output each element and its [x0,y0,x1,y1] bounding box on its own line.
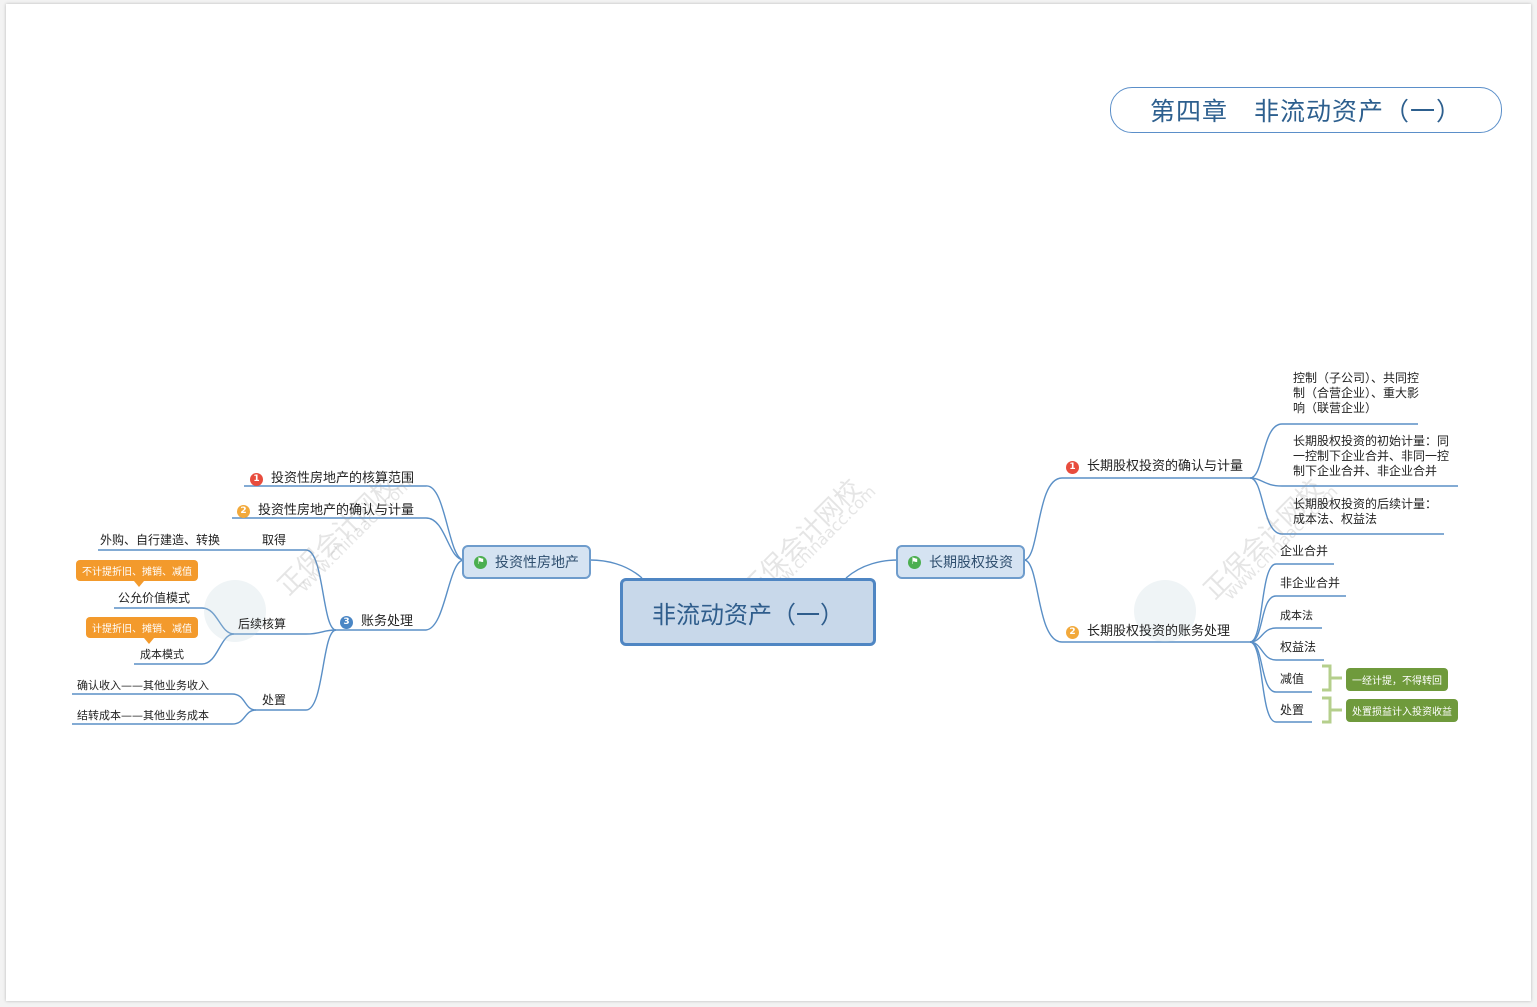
leaf-initial-measurement[interactable]: 长期股权投资的初始计量：同一控制下企业合并、非同一控制下企业合并、非企业合并 [1293,434,1450,478]
page-title: 第四章 非流动资产（一） [1110,87,1502,133]
leaf-non-business-combination[interactable]: 非企业合并 [1280,576,1341,590]
note-fair-value: 不计提折旧、摊销、减值 [76,560,198,587]
number-2-icon: 2 [1066,626,1079,639]
number-1-icon: 1 [1066,461,1079,474]
leaf-disposal-revenue[interactable]: 确认收入——其他业务收入 [77,679,209,692]
topic-investment-property[interactable]: ⚑ 投资性房地产 [462,545,591,579]
node-disposal[interactable]: 处置 [262,693,287,707]
number-1-icon: 1 [250,473,263,486]
topic-label: 投资性房地产 [495,555,579,571]
leaf-disposal-cost[interactable]: 结转成本——其他业务成本 [77,709,209,722]
leaf-equity-method[interactable]: 权益法 [1280,640,1317,654]
connector-lines [72,423,1458,725]
number-3-icon: 3 [340,616,353,629]
leaf-acquisition-methods[interactable]: 外购、自行建造、转换 [100,533,221,547]
central-topic[interactable]: 非流动资产（一） [620,578,876,646]
node-subsequent[interactable]: 后续核算 [238,617,287,631]
note-impairment: 一经计提，不得转回 [1346,668,1448,691]
topic-label: 长期股权投资 [929,555,1013,571]
flag-icon: ⚑ [474,555,487,569]
topic-long-term-equity[interactable]: ⚑ 长期股权投资 [896,545,1025,579]
number-2-icon: 2 [237,505,250,518]
flag-icon: ⚑ [908,555,921,569]
leaf-fair-value-model[interactable]: 公允价值模式 [118,591,191,605]
node-acquisition[interactable]: 取得 [262,533,287,547]
leaf-cost-method[interactable]: 成本法 [1280,609,1313,622]
watermark-logo [1134,580,1196,642]
leaf-equity-disposal[interactable]: 处置 [1280,703,1305,717]
note-cost-model: 计提折旧、摊销、减值 [86,617,198,644]
leaf-impairment[interactable]: 减值 [1280,672,1305,686]
leaf-cost-model[interactable]: 成本模式 [140,648,184,661]
leaf-subsequent-measurement[interactable]: 长期股权投资的后续计量：成本法、权益法 [1293,497,1438,526]
leaf-control-types[interactable]: 控制（子公司）、共同控制（合营企业）、重大影响（联营企业） [1293,371,1420,415]
watermark-logo [204,580,266,642]
note-disposal: 处置损益计入投资收益 [1346,699,1458,722]
leaf-business-combination[interactable]: 企业合并 [1280,544,1329,558]
mindmap-canvas: 正保会计网校 www.chinaacc.com 正保会计网校 www.china… [6,4,1531,1001]
